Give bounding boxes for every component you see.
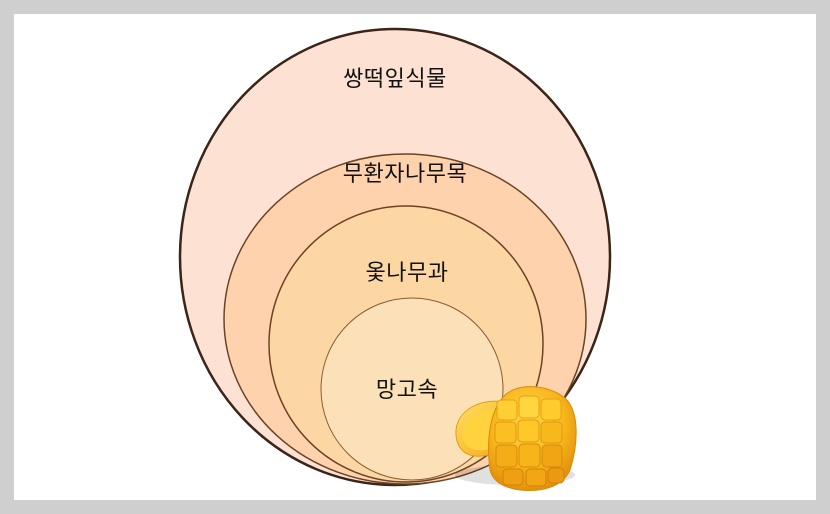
label-level-2: 무환자나무목 (342, 162, 468, 187)
label-level-1: 쌍떡잎식물 (343, 67, 447, 92)
label-level-4: 망고속 (375, 378, 439, 403)
label-level-3: 옻나무과 (365, 261, 449, 286)
mango-icon (455, 386, 577, 491)
